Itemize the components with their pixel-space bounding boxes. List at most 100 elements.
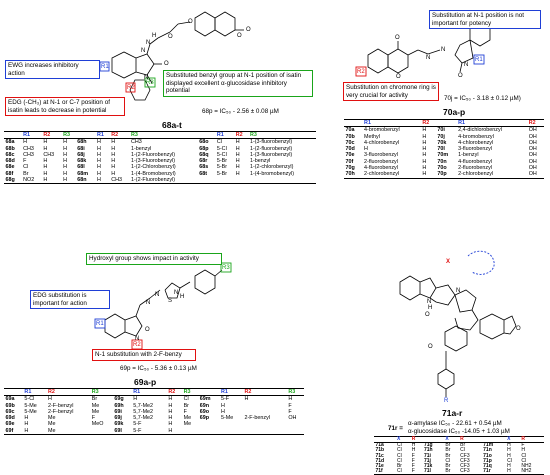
table-cell: 5-Me — [24, 408, 37, 415]
compound-id: 68k — [77, 158, 87, 165]
table-cell: OH — [527, 171, 544, 179]
table-cell: H — [166, 427, 183, 436]
compound-id: 69f — [4, 427, 23, 436]
compound-id: 70n — [437, 158, 447, 165]
table-cell: 2-F-benzyl — [47, 402, 74, 409]
compound-id: 68j — [77, 151, 85, 158]
compound-id — [197, 177, 216, 185]
table-cell: CH3 — [23, 145, 34, 152]
table-cell: 1-(3-fluorobenzyl) — [249, 151, 293, 158]
compound-id: 69m — [199, 396, 211, 403]
compound-id: 71l — [422, 469, 444, 475]
table-cell: 1-(3-fluorobenzyl) — [249, 139, 293, 146]
table-cell: H — [63, 164, 67, 171]
compound-id: 68b — [5, 145, 15, 152]
table-cell: 5,7-Me2 — [133, 402, 154, 409]
s-atom-69: S — [168, 298, 173, 304]
compound-id: 69i — [114, 408, 122, 415]
table-cell: Cl — [396, 442, 402, 449]
table-cell: CH3 — [43, 151, 55, 158]
compound-id: 69e — [5, 421, 15, 428]
table-cell: 5-Me — [24, 402, 37, 409]
table-cell: H — [43, 164, 48, 171]
n-atom-69-c: N — [135, 336, 140, 342]
header-r1: R1 — [215, 130, 235, 140]
r2-marker-68 — [125, 82, 136, 93]
table-cell: H — [235, 151, 240, 158]
table-cell: H — [97, 145, 101, 152]
table-cell: H — [422, 152, 427, 159]
r2-atom-68: R2 — [127, 85, 135, 91]
compound-id: 69p — [199, 415, 210, 422]
table-cell: Me — [183, 421, 192, 428]
table-cell: Br — [443, 469, 459, 475]
caption-69: 69a-p — [134, 377, 157, 387]
table-cell: 1-(2-Fluorobenzyl) — [130, 151, 176, 158]
header-r1: R1 — [131, 387, 167, 397]
header-r1: R1 — [21, 130, 42, 140]
table-cell: 5-Br — [216, 158, 228, 165]
compound-id: 70o — [437, 165, 447, 172]
table-cell: H — [63, 139, 67, 146]
n-atom-70-b: N — [441, 47, 446, 53]
header-r2: R2 — [234, 130, 249, 140]
r2-atom-70: R2 — [357, 69, 365, 75]
compound-id: 71g — [423, 442, 433, 449]
table-cell: Br — [183, 402, 189, 409]
table-cell: H — [41, 177, 62, 185]
ic50-68: 68p = IC₅₀ - 2.56 ± 0.08 µM — [202, 108, 279, 115]
table-cell: H — [220, 408, 225, 415]
table-cell: H — [220, 402, 225, 409]
header-r3: R3 — [248, 130, 316, 140]
table-cell: H — [24, 415, 29, 422]
table-cell: 2-fluorobenzyl — [364, 158, 398, 165]
table-cell: H — [23, 139, 28, 146]
table-cell: H — [168, 402, 173, 409]
r3-marker-69 — [220, 262, 232, 273]
table-cell: 1-(4-Bromobenzyl) — [130, 170, 176, 177]
table-cell: F — [183, 408, 187, 415]
table-cell: OH — [528, 146, 537, 153]
table-cell: OH — [528, 133, 537, 140]
header-r3: R3 — [61, 130, 76, 140]
table-cell: H — [43, 145, 48, 152]
table-cell: H — [507, 442, 511, 449]
header-x: X — [443, 435, 459, 444]
o-atom-69: O — [145, 327, 150, 333]
ic50-label-71: 71r = — [388, 425, 403, 432]
table-cell: H — [61, 177, 76, 185]
structure-70 — [355, 21, 491, 77]
table-cell: H — [422, 146, 427, 153]
o-atom-68-c: O — [188, 19, 193, 25]
table-cell: H — [111, 139, 116, 146]
compound-id: 70a — [345, 127, 355, 134]
table-cell — [234, 177, 249, 185]
header-r2: R2 — [109, 130, 130, 140]
header-r2: R2 — [527, 118, 544, 128]
compound-id: 70j — [437, 133, 445, 140]
caption-70: 70a-p — [443, 107, 466, 117]
compound-id: 70b — [345, 133, 355, 140]
table-cell: H — [235, 170, 240, 177]
table-cell: OH — [528, 139, 537, 146]
table-cell: H — [288, 396, 293, 403]
r2-marker-70 — [355, 66, 367, 77]
table-cell: F — [23, 158, 27, 165]
header-r1: R1 — [456, 118, 528, 128]
table-cell: OH — [288, 415, 297, 422]
o-atom-68-d: O — [237, 33, 242, 39]
header-r3: R3 — [129, 130, 198, 140]
table-cell: Cl — [395, 469, 411, 475]
table-cell — [243, 427, 287, 436]
header-x: X — [505, 435, 520, 444]
o-atom-68-a: O — [164, 61, 169, 67]
